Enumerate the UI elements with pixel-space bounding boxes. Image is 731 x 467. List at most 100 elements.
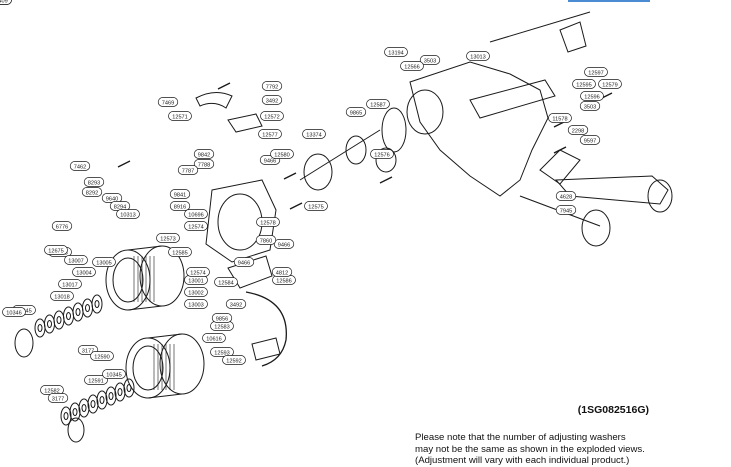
callout-bubble	[51, 221, 73, 231]
callout-label: 12584	[218, 280, 234, 286]
callout-label: 9466	[278, 242, 290, 248]
part-callout: 4812	[271, 267, 293, 277]
callout-bubble	[184, 209, 208, 219]
part-callout: 7945	[555, 205, 577, 215]
callout-label: 13374	[306, 132, 322, 138]
drive-gear	[381, 107, 407, 153]
part-callout: 10696	[184, 209, 208, 219]
washer-hole	[90, 400, 96, 408]
part-callout: 12573	[156, 233, 180, 243]
callout-bubble	[466, 51, 490, 61]
callout-label: 10345	[106, 372, 122, 378]
part-callout: 12580	[270, 149, 294, 159]
spool-edge	[147, 333, 183, 339]
callout-label: 12576	[374, 152, 390, 158]
rotor-shaft	[299, 129, 381, 181]
callout-bubble	[225, 299, 247, 309]
part-callout: 3503	[579, 101, 601, 111]
stopper	[559, 21, 587, 53]
washer	[82, 298, 93, 318]
leader-line	[480, 150, 494, 158]
part-callout: 13013	[466, 51, 490, 61]
callout-label: 7462	[74, 164, 86, 170]
callout-label: 3177	[52, 396, 64, 402]
part-callout: 8292	[81, 187, 103, 197]
part-callout: 13194	[384, 47, 408, 57]
leader-line	[190, 106, 220, 110]
part-callout: 9842	[193, 149, 215, 159]
callout-bubble	[584, 67, 608, 77]
callout-bubble	[222, 355, 246, 365]
part-callout: 12574	[184, 221, 208, 231]
part-callout: 6776	[51, 221, 73, 231]
callout-bubble	[184, 287, 208, 297]
callout-label: 3503	[424, 58, 436, 64]
callout-label: 7788	[198, 162, 210, 168]
spool-inner	[112, 257, 144, 303]
leader-line	[556, 166, 570, 172]
callout-label: 13018	[54, 294, 70, 300]
callout-label: 9856	[216, 316, 228, 322]
leader-line	[320, 118, 342, 120]
callout-bubble	[50, 291, 74, 301]
gear	[406, 89, 444, 135]
spool-upper	[105, 245, 185, 311]
callout-bubble	[302, 129, 326, 139]
screw	[217, 82, 231, 90]
callout-label: 8292	[86, 190, 98, 196]
callout-bubble	[555, 205, 577, 215]
callout-bubble	[81, 187, 103, 197]
part-callout: 12572	[260, 111, 284, 121]
part-callout: 12575	[304, 201, 328, 211]
washer-hole	[99, 396, 105, 404]
callout-bubble	[2, 307, 26, 317]
part-callout: 12591	[84, 375, 108, 385]
part-callout: 9597	[579, 135, 601, 145]
callout-label: 13194	[388, 50, 404, 56]
callout-bubble	[64, 255, 88, 265]
callout-label: 3177	[82, 348, 94, 354]
part-callout: 9841	[169, 189, 191, 199]
callout-label: 9597	[584, 138, 596, 144]
callout-label: 13013	[470, 54, 486, 60]
callout-bubble	[270, 149, 294, 159]
callout-label: 4628	[560, 194, 572, 200]
washer-stack-upper	[34, 294, 103, 338]
callout-label: 7860	[260, 238, 272, 244]
callout-bubble	[211, 313, 233, 323]
spool-rim	[159, 333, 205, 395]
leader-line	[228, 90, 240, 94]
part-callout: 7787	[177, 165, 199, 175]
washer-hole	[56, 316, 62, 324]
callout-bubble	[579, 101, 601, 111]
callout-label: 13001	[188, 278, 204, 284]
callout-bubble	[193, 149, 215, 159]
adjustment-note: Please note that the number of adjusting…	[415, 421, 731, 467]
callout-bubble	[44, 245, 68, 255]
roller	[303, 153, 333, 191]
part-callout: 13018	[50, 291, 74, 301]
callout-bubble	[210, 347, 234, 357]
part-callout: 2298	[567, 125, 589, 135]
washer	[96, 390, 108, 410]
leader-line	[266, 124, 274, 130]
washer-hole	[37, 324, 43, 332]
part-callout: 12571	[168, 111, 192, 121]
washer-hole	[94, 300, 100, 308]
callout-label: 12593	[214, 350, 230, 356]
callout-bubble	[419, 55, 441, 65]
screw	[283, 172, 297, 180]
rotor	[205, 179, 277, 263]
callout-label: 2298	[572, 128, 584, 134]
callout-bubble	[156, 233, 180, 243]
callout-label: 12574	[190, 270, 206, 276]
callout-bubble	[261, 81, 283, 91]
part-callout: 13374	[302, 129, 326, 139]
callout-bubble	[177, 165, 199, 175]
note-line: (Adjustment will vary with each individu…	[415, 455, 630, 467]
part-callout: 12578	[256, 217, 280, 227]
washer-hole	[66, 312, 71, 320]
callout-bubble	[271, 267, 293, 277]
callout-label: 12586	[276, 278, 292, 284]
part-callout: 9466	[273, 239, 295, 249]
